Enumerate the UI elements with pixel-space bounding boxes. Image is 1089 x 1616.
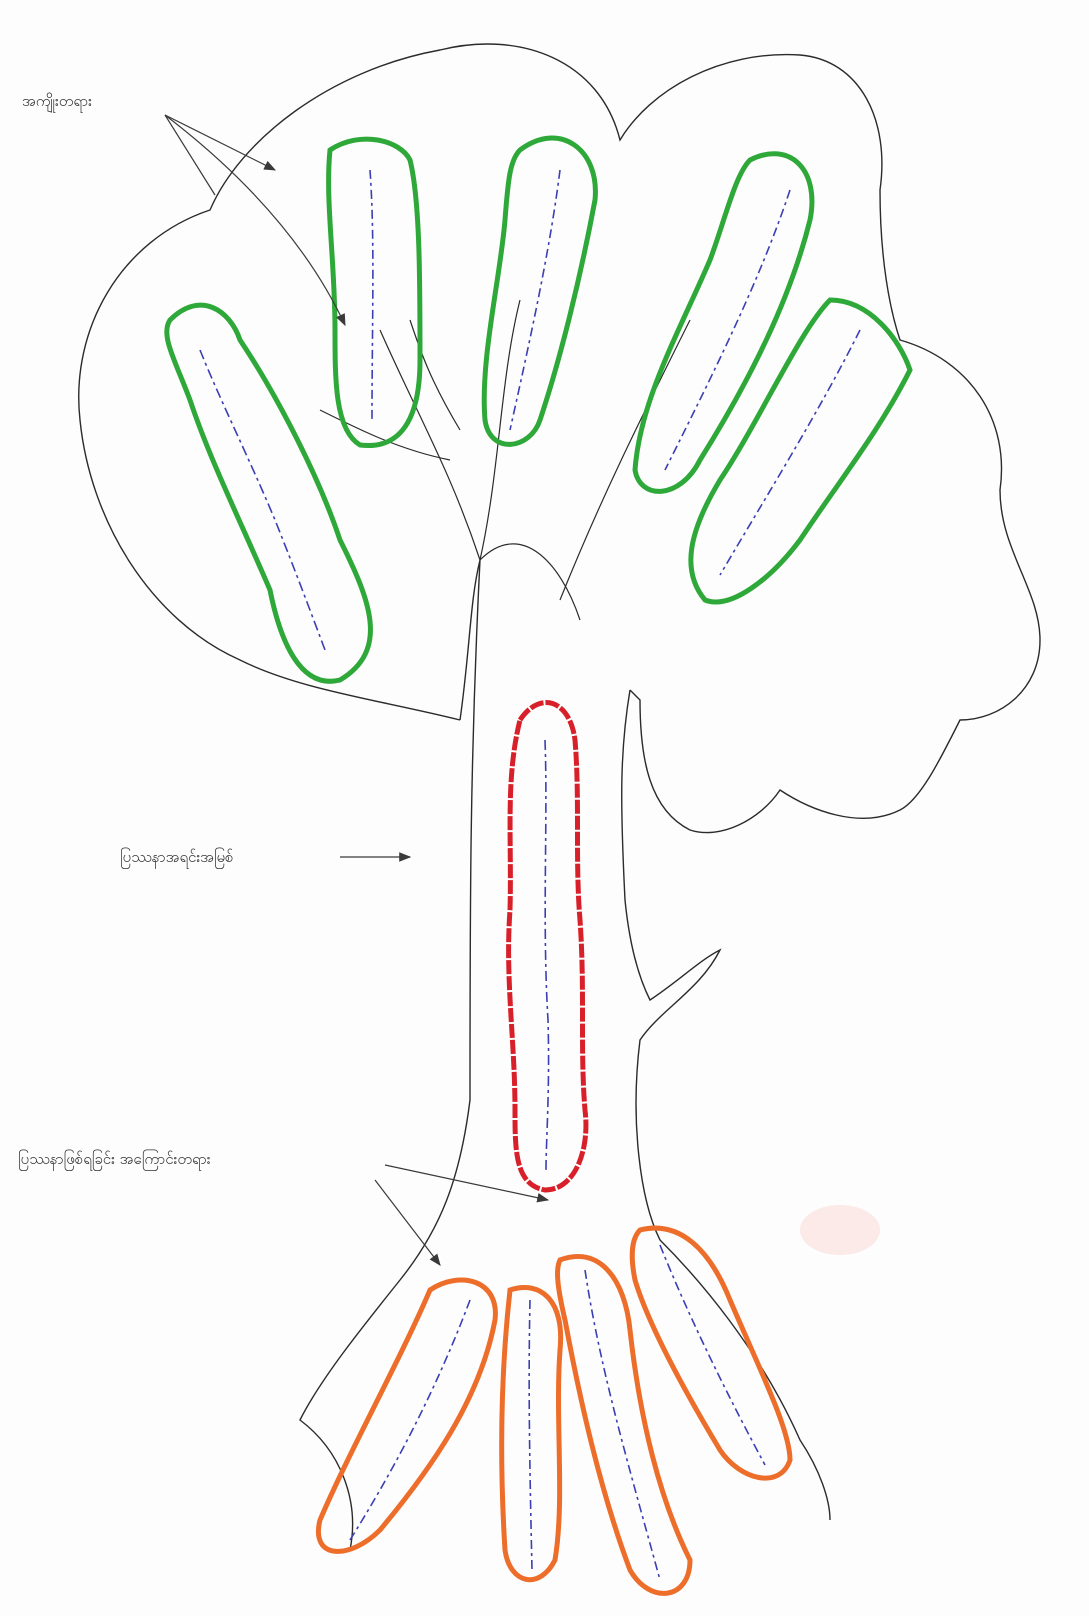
trunk-left-edge <box>300 560 480 1550</box>
effect-leaf-3 <box>484 138 595 444</box>
effect-leaf-4 <box>635 154 812 492</box>
causes-label: ပြဿနာဖြစ်ရခြင်း အကြောင်းတရား <box>18 1150 211 1172</box>
core-problem-label: ပြဿနာအရင်းအမြစ် <box>120 848 233 870</box>
ink-smudge <box>800 1205 880 1255</box>
causes-arrow-1 <box>375 1180 440 1265</box>
cause-root-1 <box>318 1280 495 1551</box>
cause-root-3 <box>558 1256 690 1593</box>
effect-leaf-1 <box>167 305 371 681</box>
effects-label: အကျိုးတရား <box>22 92 92 114</box>
cause-root-2 <box>502 1288 561 1580</box>
core-problem-box <box>509 703 586 1190</box>
tree-canopy-outline <box>79 44 1040 833</box>
trunk-right-edge <box>622 690 830 1520</box>
cause-root-4 <box>632 1228 790 1478</box>
effects-arrow-2 <box>165 115 345 325</box>
effect-leaf-5 <box>691 300 910 602</box>
effect-leaf-2 <box>329 139 420 445</box>
